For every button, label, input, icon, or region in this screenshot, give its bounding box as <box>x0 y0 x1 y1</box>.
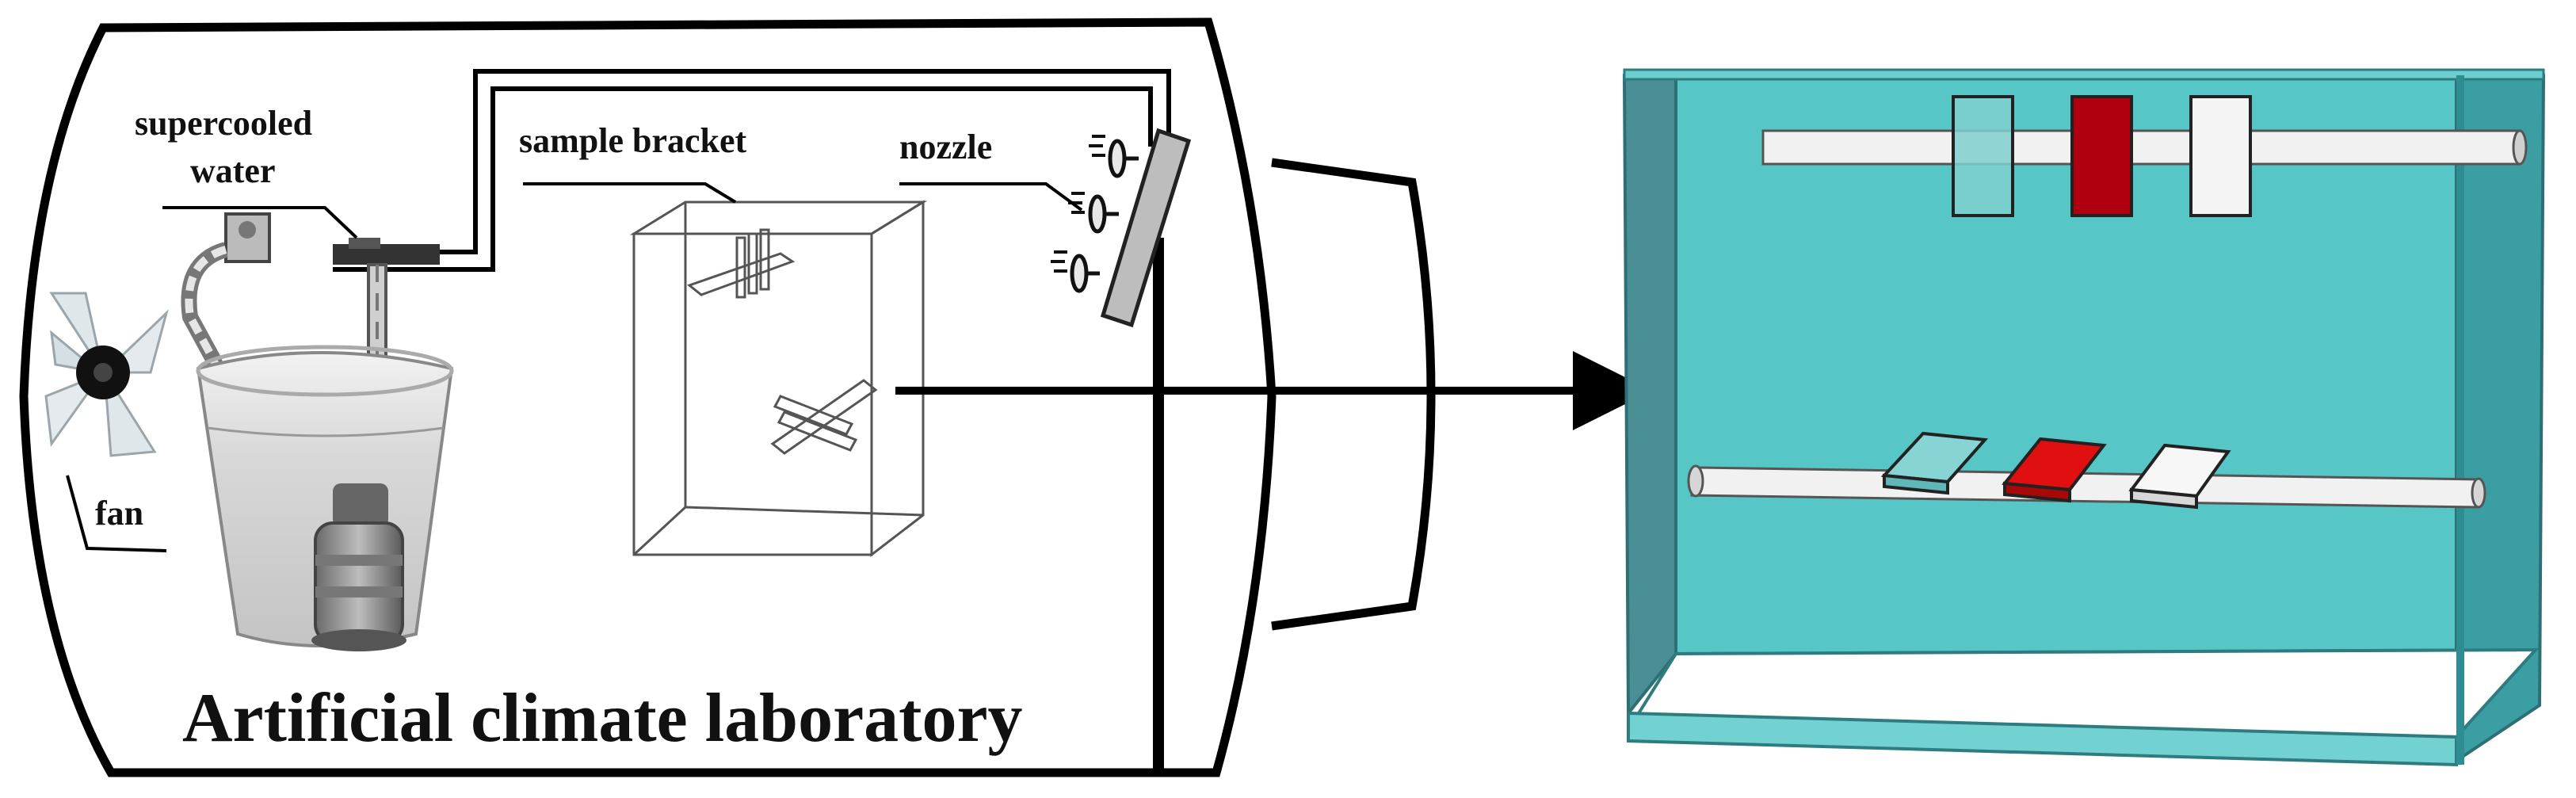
nozzle-icon <box>1051 128 1192 328</box>
sample-white-lower <box>2128 443 2231 510</box>
fan-icon <box>44 292 169 457</box>
upper-rod <box>1761 129 2528 166</box>
sample-transparent-lower <box>1880 431 1989 495</box>
label-supercooled-water-1: supercooled <box>135 104 312 143</box>
sample-red-lower <box>2002 437 2107 503</box>
label-sample-bracket: sample bracket <box>519 121 747 160</box>
sample-bracket <box>629 200 928 558</box>
sample-transparent-upper <box>1952 95 2014 217</box>
laboratory-enclosure <box>19 17 1436 777</box>
water-pipe <box>333 69 1171 272</box>
pump-icon <box>311 483 406 651</box>
sample-red-upper <box>2070 95 2133 217</box>
fan-leader-line <box>66 475 167 552</box>
label-fan: fan <box>95 494 143 533</box>
label-supercooled-water-2: water <box>190 151 276 190</box>
sample-white-upper <box>2189 95 2252 217</box>
chamber-model <box>1622 68 2546 767</box>
label-leaders <box>162 182 1083 239</box>
label-laboratory: Artificial climate laboratory <box>182 680 1023 757</box>
label-nozzle: nozzle <box>899 128 992 166</box>
